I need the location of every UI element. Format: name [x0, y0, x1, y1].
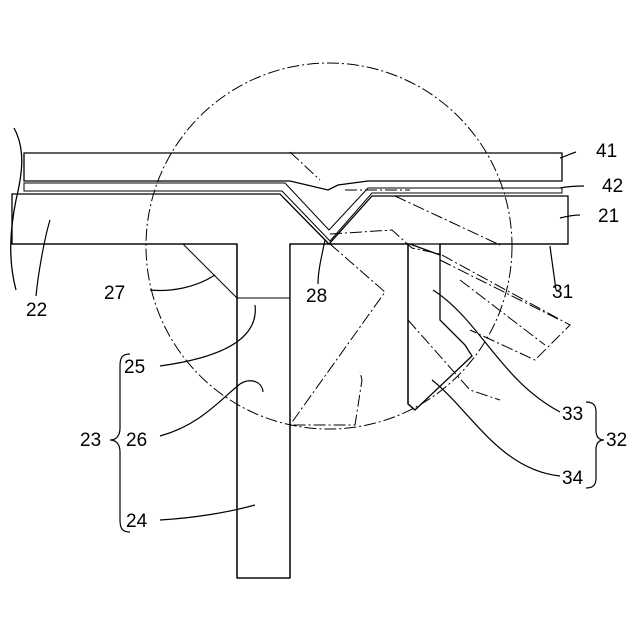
label-28: 28 [306, 286, 327, 307]
label-32: 32 [606, 430, 627, 451]
bracket-member-31 [408, 244, 472, 410]
top-layer-41 [24, 153, 562, 190]
label-33: 33 [562, 404, 583, 425]
label-22: 22 [26, 300, 47, 321]
adhesive-layer-42 [24, 183, 562, 241]
label-27: 27 [104, 283, 125, 304]
base-member-21 [12, 194, 568, 578]
label-31: 31 [552, 282, 573, 303]
label-42: 42 [602, 176, 623, 197]
label-25: 25 [124, 357, 145, 378]
label-24: 24 [126, 511, 148, 532]
label-26: 26 [126, 430, 147, 451]
label-34: 34 [562, 468, 584, 489]
label-23: 23 [80, 430, 101, 451]
label-41: 41 [596, 141, 617, 162]
label-21: 21 [598, 206, 619, 227]
